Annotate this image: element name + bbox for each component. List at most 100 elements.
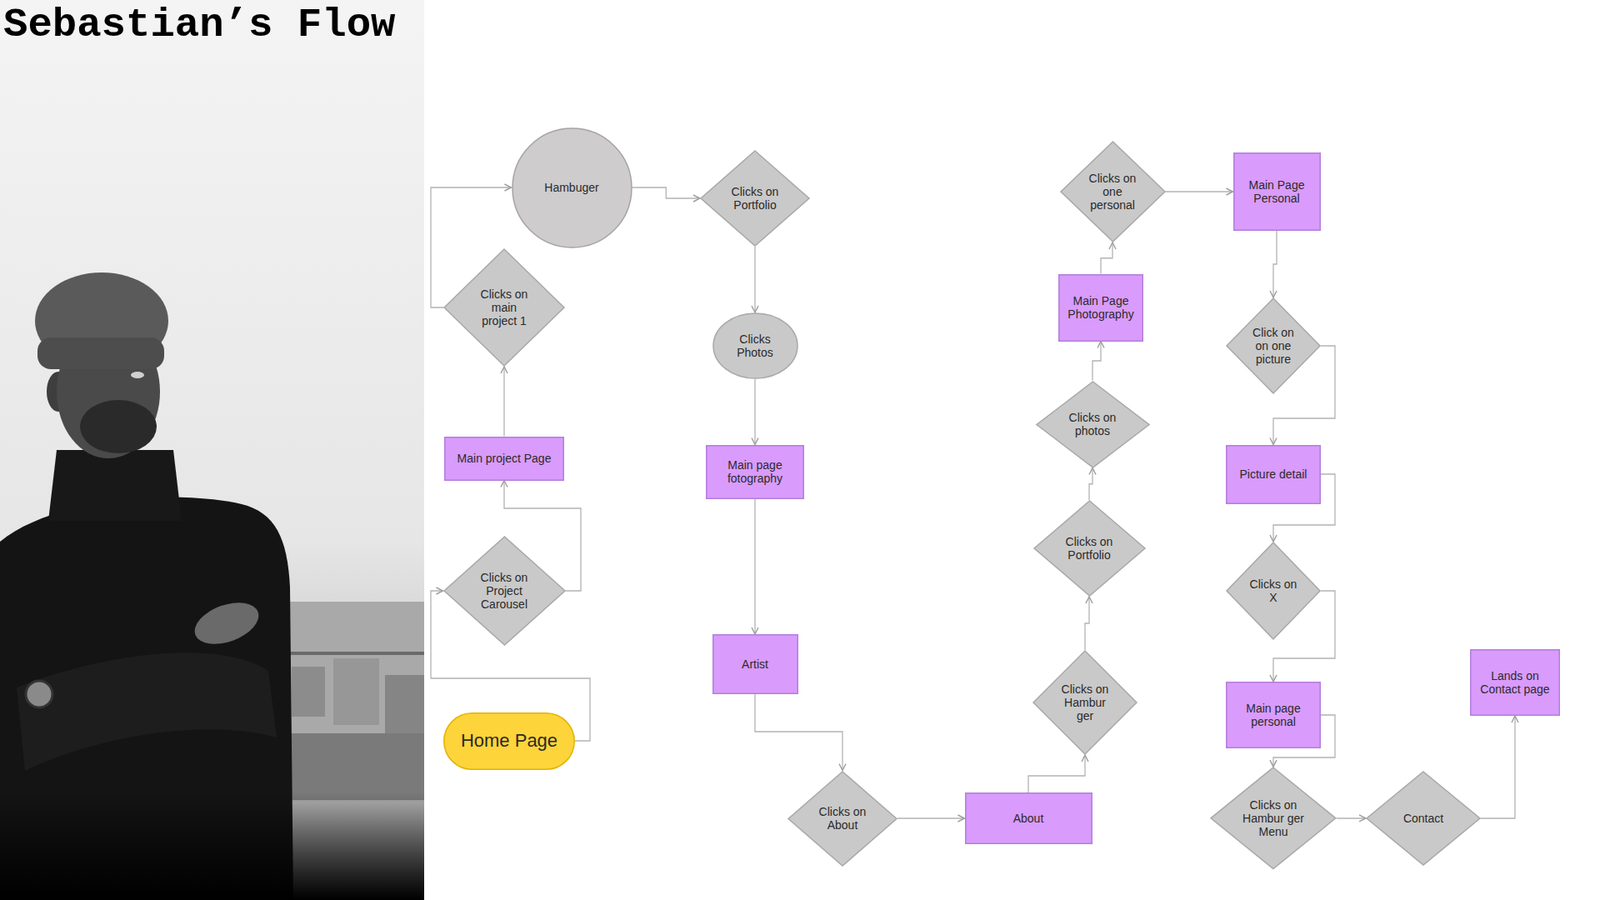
action-diamond: Clicks on Hambur ger Menu	[1210, 766, 1337, 870]
page-box: Picture detail	[1225, 445, 1321, 505]
node-label: Contact	[1403, 811, 1444, 825]
action-diamond: Clicks on X	[1225, 541, 1321, 640]
flow-arrow	[897, 817, 965, 819]
node-label: Main Page Personal	[1240, 178, 1315, 205]
node-label: Main project Page	[457, 451, 552, 465]
action-ellipse: Clicks Photos	[712, 312, 799, 380]
city-building	[291, 666, 325, 717]
flow-arrow	[1165, 190, 1234, 192]
node-label: Clicks on Project Carousel	[476, 570, 532, 611]
page-box: Main Page Photography	[1058, 274, 1144, 342]
node-label: Clicks on X	[1245, 577, 1301, 605]
portrait-photo	[0, 0, 425, 900]
node-label: Artist	[741, 657, 769, 671]
page-box-shape	[965, 793, 1092, 845]
flow-arrow	[1085, 596, 1090, 650]
node-label: Hambuger	[544, 180, 599, 195]
flow-arrow	[755, 694, 843, 771]
flow-arrow	[754, 499, 755, 635]
eye	[130, 371, 145, 379]
action-diamond-shape	[1366, 771, 1480, 865]
node-label: Click on on one picture	[1245, 325, 1301, 366]
node-label: Clicks on main project 1	[476, 287, 532, 328]
node-label: Clicks on Portfolio	[727, 185, 783, 212]
page-box-shape	[445, 436, 565, 480]
node-label: Clicks on About	[815, 805, 870, 832]
action-diamond-shape	[1226, 542, 1320, 640]
page-box: About	[965, 792, 1093, 845]
beanie-band	[37, 337, 165, 370]
action-diamond: Clicks on About	[787, 770, 898, 867]
action-diamond: Clicks on Portfolio	[700, 150, 810, 247]
flow-arrow	[1100, 242, 1113, 275]
flow-arrow	[1480, 715, 1515, 819]
page-box-shape	[1470, 650, 1560, 716]
city-backdrop	[283, 601, 425, 802]
page-box-shape	[1233, 153, 1320, 231]
node-label: About	[1013, 811, 1045, 825]
action-diamond: Click on on one picture	[1225, 297, 1321, 395]
start-terminal-shape	[444, 712, 575, 770]
action-diamond-shape	[444, 536, 565, 645]
menu-circle: Hambuger	[511, 127, 633, 249]
action-diamond-shape	[700, 150, 810, 246]
page-box-shape	[1059, 274, 1144, 341]
flow-arrow	[754, 246, 755, 313]
page-title: Sebastian’s Flow	[3, 1, 395, 49]
node-label: Main Page Photography	[1065, 294, 1137, 321]
action-diamond-shape	[1060, 141, 1165, 242]
node-label: Clicks on Hambur ger	[1057, 682, 1113, 723]
node-label: Clicks on photos	[1065, 410, 1120, 438]
action-diamond: Clicks on one personal	[1060, 140, 1166, 243]
flow-arrow	[503, 366, 505, 437]
action-diamond-shape	[788, 771, 897, 866]
beard	[80, 400, 157, 454]
page-box-shape	[706, 445, 805, 499]
flow-arrow	[1336, 817, 1366, 819]
city-building	[385, 675, 425, 734]
action-ellipse-shape	[713, 313, 798, 379]
action-diamond-shape	[1034, 500, 1145, 596]
action-diamond: Clicks on main project 1	[443, 248, 565, 367]
city-building	[283, 733, 425, 800]
hand	[189, 595, 265, 653]
action-diamond: Clicks on Project Carousel	[443, 535, 566, 646]
page-box: Main project Page	[444, 436, 565, 481]
action-diamond: Clicks on photos	[1035, 380, 1150, 469]
start-terminal: Home Page	[443, 712, 575, 770]
flow-arrow	[1028, 755, 1085, 793]
flow-arrow	[1089, 468, 1093, 501]
action-diamond: Clicks on Portfolio	[1033, 500, 1146, 597]
menu-circle-shape	[512, 128, 632, 248]
node-label: Clicks on one personal	[1085, 171, 1140, 212]
page-box: Main page personal	[1225, 681, 1321, 749]
photo-background	[0, 0, 425, 900]
action-diamond: Clicks on Hambur ger	[1032, 650, 1138, 755]
action-diamond-shape	[444, 249, 565, 366]
flow-arrow	[754, 379, 755, 445]
page-box-shape	[712, 635, 798, 695]
flow-arrow	[1273, 230, 1277, 298]
wristwatch	[25, 680, 53, 708]
page-box: Main page fotography	[705, 445, 805, 500]
page-box: Artist	[712, 634, 799, 695]
beanie	[35, 272, 169, 370]
crossed-arms	[16, 652, 277, 771]
flow-arrow	[632, 187, 701, 199]
node-label: Lands on Contact page	[1476, 669, 1554, 696]
node-label: Clicks Photos	[730, 332, 780, 360]
flow-arrow	[1092, 341, 1101, 381]
page-box: Lands on Contact page	[1470, 649, 1560, 716]
node-label: Home Page	[460, 730, 558, 751]
node-label: Picture detail	[1240, 467, 1308, 481]
node-label: Main page personal	[1232, 701, 1315, 729]
node-label: Clicks on Hambur ger Menu	[1241, 798, 1305, 839]
page-box: Main Page Personal	[1233, 152, 1321, 231]
page-box-shape	[1226, 445, 1321, 504]
action-diamond: Contact	[1365, 770, 1481, 866]
action-diamond-shape	[1226, 298, 1320, 394]
page-box-shape	[1226, 682, 1321, 749]
node-label: Main page fotography	[712, 458, 798, 485]
action-diamond-shape	[1033, 650, 1137, 755]
